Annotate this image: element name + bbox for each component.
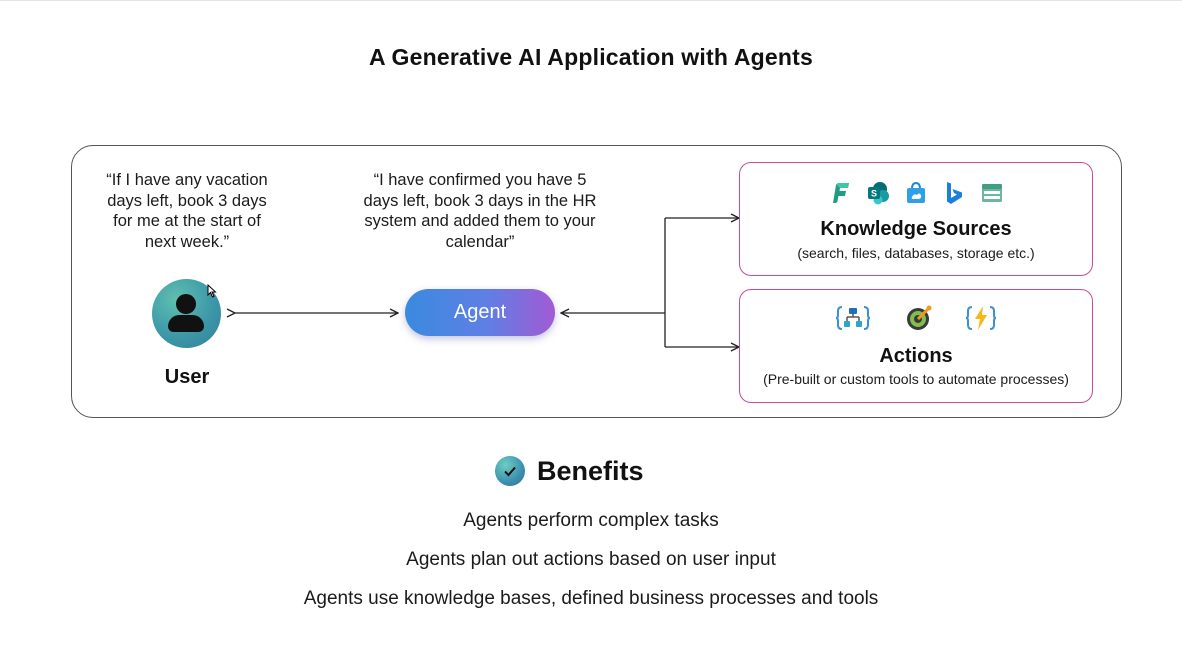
actions-subtitle: (Pre-built or custom tools to automate p… <box>763 371 1069 387</box>
bing-icon <box>947 182 962 204</box>
actions-title: Actions <box>879 345 953 367</box>
benefit-item: Agents plan out actions based on user in… <box>406 549 776 570</box>
top-divider <box>0 0 1182 1</box>
benefits-header: Benefits <box>495 453 644 489</box>
page-title: A Generative AI Application with Agents <box>368 44 813 70</box>
store-bag-icon <box>907 181 925 203</box>
knowledge-sources-card: S Knowledge Sources (search, files, data… <box>739 162 1093 276</box>
agent-button[interactable]: Agent <box>405 289 555 336</box>
knowledge-icons: S <box>740 181 1092 205</box>
benefits-title: Benefits <box>537 455 644 486</box>
actions-icons <box>740 304 1092 332</box>
logic-app-icon <box>836 306 870 330</box>
storage-icon <box>982 184 1002 202</box>
mouse-cursor-icon <box>207 284 217 298</box>
diagram-frame <box>71 145 1122 418</box>
function-icon <box>966 306 996 330</box>
knowledge-sources-title: Knowledge Sources <box>820 218 1012 240</box>
benefit-item: Agents perform complex tasks <box>463 510 719 531</box>
workflow-gear-icon <box>907 305 932 330</box>
svg-text:S: S <box>871 189 877 199</box>
user-label: User <box>164 366 210 388</box>
fabric-icon <box>833 183 849 203</box>
knowledge-sources-subtitle: (search, files, databases, storage etc.) <box>797 245 1035 261</box>
agent-quote: “I have confirmed you have 5 days left, … <box>363 171 597 251</box>
sharepoint-icon: S <box>868 182 889 205</box>
check-circle-icon <box>495 456 525 486</box>
benefit-item: Agents use knowledge bases, defined busi… <box>303 588 879 609</box>
actions-card: Actions (Pre-built or custom tools to au… <box>739 289 1093 403</box>
user-quote: “If I have any vacation days left, book … <box>106 171 268 251</box>
